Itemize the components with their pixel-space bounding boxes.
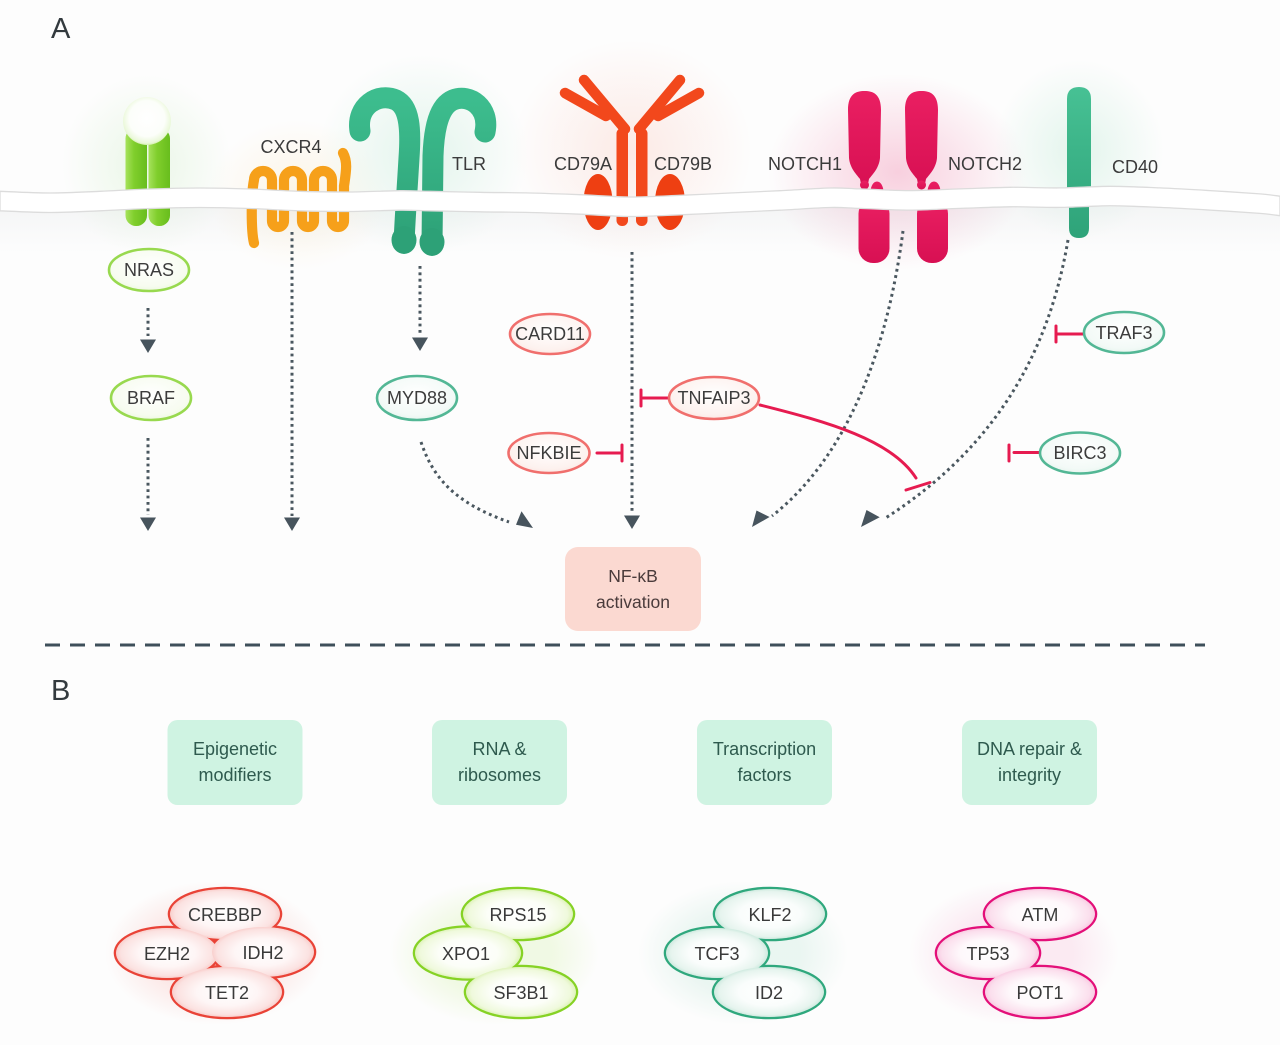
- svg-text:NFKBIE: NFKBIE: [516, 443, 581, 463]
- svg-text:TNFAIP3: TNFAIP3: [677, 388, 750, 408]
- svg-text:RPS15: RPS15: [489, 905, 546, 925]
- svg-text:ID2: ID2: [755, 983, 783, 1003]
- svg-text:factors: factors: [737, 765, 791, 785]
- svg-text:TP53: TP53: [966, 944, 1009, 964]
- svg-text:Transcription: Transcription: [713, 739, 816, 759]
- svg-text:EZH2: EZH2: [144, 944, 190, 964]
- svg-text:integrity: integrity: [998, 765, 1061, 785]
- svg-text:ribosomes: ribosomes: [458, 765, 541, 785]
- svg-text:NRAS: NRAS: [124, 260, 174, 280]
- svg-text:CD79B: CD79B: [654, 154, 712, 174]
- svg-text:Epigenetic: Epigenetic: [193, 739, 277, 759]
- svg-text:CARD11: CARD11: [515, 324, 585, 344]
- svg-text:POT1: POT1: [1016, 983, 1063, 1003]
- svg-text:TCF3: TCF3: [695, 944, 740, 964]
- svg-text:IDH2: IDH2: [242, 943, 283, 963]
- svg-text:KLF2: KLF2: [748, 905, 791, 925]
- svg-text:SF3B1: SF3B1: [493, 983, 548, 1003]
- svg-text:RNA &: RNA &: [472, 739, 526, 759]
- svg-text:DNA repair &: DNA repair &: [977, 739, 1082, 759]
- svg-text:A: A: [51, 13, 71, 45]
- svg-text:activation: activation: [596, 592, 670, 612]
- svg-text:NOTCH1: NOTCH1: [768, 154, 842, 174]
- svg-text:CD79A: CD79A: [554, 154, 612, 174]
- svg-text:CREBBP: CREBBP: [188, 905, 262, 925]
- svg-text:XPO1: XPO1: [442, 944, 490, 964]
- svg-text:modifiers: modifiers: [198, 765, 271, 785]
- svg-text:NF-κB: NF-κB: [608, 566, 658, 586]
- svg-text:MYD88: MYD88: [387, 388, 447, 408]
- svg-text:BRAF: BRAF: [127, 388, 175, 408]
- svg-text:TRAF3: TRAF3: [1095, 323, 1152, 343]
- svg-text:TLR: TLR: [452, 154, 486, 174]
- svg-text:ATM: ATM: [1022, 905, 1059, 925]
- svg-text:NOTCH2: NOTCH2: [948, 154, 1022, 174]
- svg-text:CXCR4: CXCR4: [260, 137, 321, 157]
- svg-text:B: B: [51, 675, 70, 707]
- svg-text:TET2: TET2: [205, 983, 249, 1003]
- svg-text:BIRC3: BIRC3: [1053, 443, 1106, 463]
- svg-text:CD40: CD40: [1112, 157, 1158, 177]
